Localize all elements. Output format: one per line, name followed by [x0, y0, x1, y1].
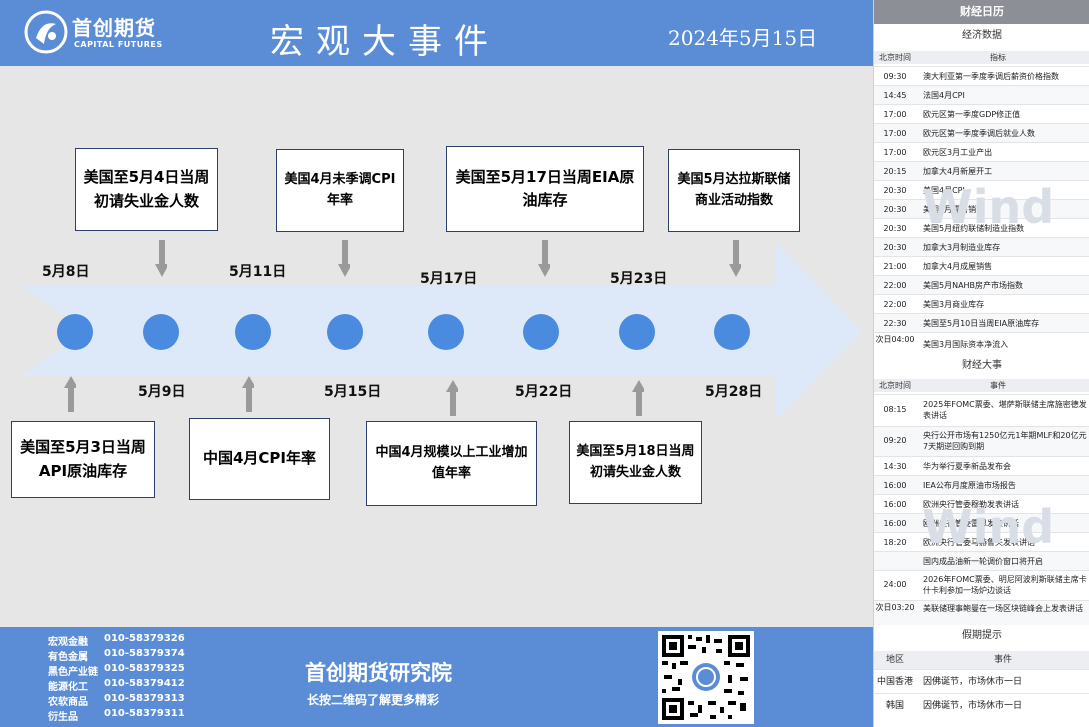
- logo-text-en: CAPITAL FUTURES: [74, 40, 163, 49]
- arrow-down-icon: [155, 240, 167, 277]
- date-label-bottom: 5月9日: [138, 384, 186, 400]
- arrow-up-icon: [242, 376, 254, 412]
- date-label-top: 5月17日: [420, 271, 478, 287]
- timeline-dot: [428, 314, 464, 350]
- arrow-down-icon: [338, 240, 350, 277]
- logo-text-cn: 首创期货: [72, 16, 156, 40]
- header-bar: 首创期货 CAPITAL FUTURES 宏观大事件 2024年5月15日: [0, 0, 873, 66]
- date-label-bottom: 5月28日: [705, 384, 763, 400]
- date-label-bottom: 5月22日: [515, 384, 573, 400]
- event-box-bottom: 中国4月规模以上工业增加值年率: [366, 421, 537, 506]
- event-section-title: 财经大事: [962, 360, 1002, 371]
- watermark: Wind: [922, 180, 1055, 234]
- timeline-dot: [523, 314, 559, 350]
- event-box-top: 美国4月未季调CPI年率: [276, 149, 404, 232]
- qr-code-icon[interactable]: [658, 631, 754, 724]
- event-box-bottom: 美国至5月18日当周初请失业金人数: [569, 421, 702, 504]
- page-title: 宏观大事件: [270, 22, 500, 62]
- timeline-dot: [327, 314, 363, 350]
- holiday-section-title: 假期提示: [962, 630, 1002, 641]
- table-row: 中国香港因佛诞节，市场休市一日: [874, 669, 1089, 694]
- watermark: Wind: [922, 500, 1055, 554]
- econ-table-header: 北京时间指标: [874, 51, 1089, 64]
- event-box-bottom: 美国至5月3日当周API原油库存: [11, 421, 155, 498]
- date-label-top: 5月11日: [229, 264, 287, 280]
- event-table-header: 北京时间事件: [874, 379, 1089, 392]
- table-row: 国内成品油新一轮调价窗口将开启: [874, 551, 1089, 571]
- timeline-dot: [143, 314, 179, 350]
- arrow-down-icon: [538, 240, 550, 277]
- capital-futures-logo-icon: [24, 10, 68, 54]
- timeline-dot: [714, 314, 750, 350]
- date-label-top: 5月8日: [42, 264, 90, 280]
- timeline-dot: [235, 314, 271, 350]
- event-box-top: 美国5月达拉斯联储商业活动指数: [668, 149, 800, 232]
- report-date: 2024年5月15日: [668, 26, 818, 50]
- timeline-dot: [57, 314, 93, 350]
- date-label-top: 5月23日: [610, 271, 668, 287]
- holiday-table-header: 地区事件: [874, 651, 1089, 669]
- arrow-down-icon: [729, 240, 741, 277]
- arrow-up-icon: [64, 376, 76, 412]
- calendar-title: 财经日历: [874, 0, 1089, 24]
- event-box-top: 美国至5月4日当周初请失业金人数: [75, 148, 218, 231]
- event-box-bottom: 中国4月CPI年率: [189, 418, 330, 500]
- table-row: 韩国因佛诞节，市场休市一日: [874, 693, 1089, 718]
- timeline-panel: 首创期货 CAPITAL FUTURES 宏观大事件 2024年5月15日 5月…: [0, 0, 873, 727]
- date-label-bottom: 5月15日: [324, 384, 382, 400]
- institute-name: 首创期货研究院: [305, 661, 452, 685]
- timeline-dot: [619, 314, 655, 350]
- arrow-up-icon: [446, 380, 458, 416]
- arrow-up-icon: [632, 380, 644, 416]
- event-box-top: 美国至5月17日当周EIA原油库存: [446, 146, 644, 232]
- institute-subtitle: 长按二维码了解更多精彩: [307, 693, 440, 707]
- econ-section-title: 经济数据: [962, 30, 1002, 41]
